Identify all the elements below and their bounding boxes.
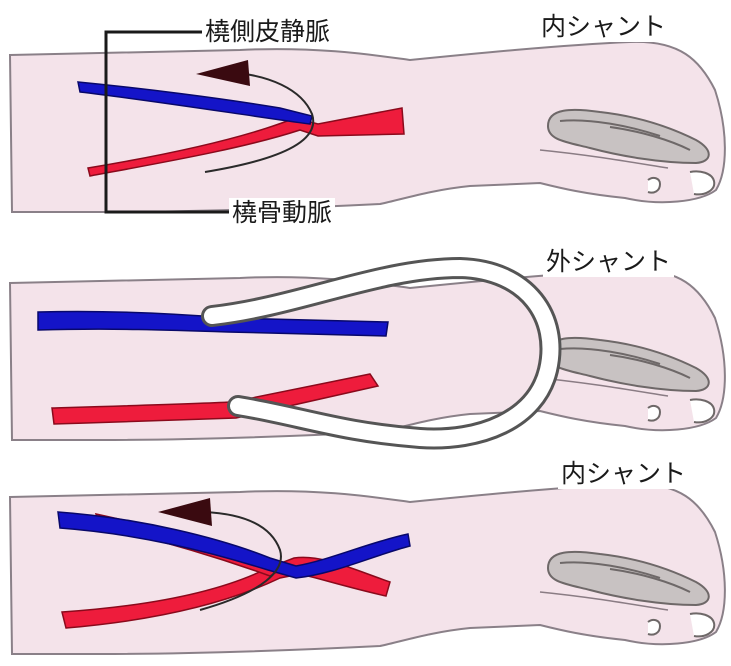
panel1-title: 内シャント bbox=[538, 12, 669, 42]
panel3-title: 内シャント bbox=[558, 459, 689, 489]
panel-1 bbox=[10, 32, 725, 212]
vein-label: 橈側皮静脈 bbox=[202, 17, 333, 47]
panel-3 bbox=[10, 484, 725, 654]
panel2-title: 外シャント bbox=[543, 247, 674, 277]
artery-label: 橈骨動脈 bbox=[229, 198, 335, 228]
panel-2 bbox=[10, 268, 725, 440]
